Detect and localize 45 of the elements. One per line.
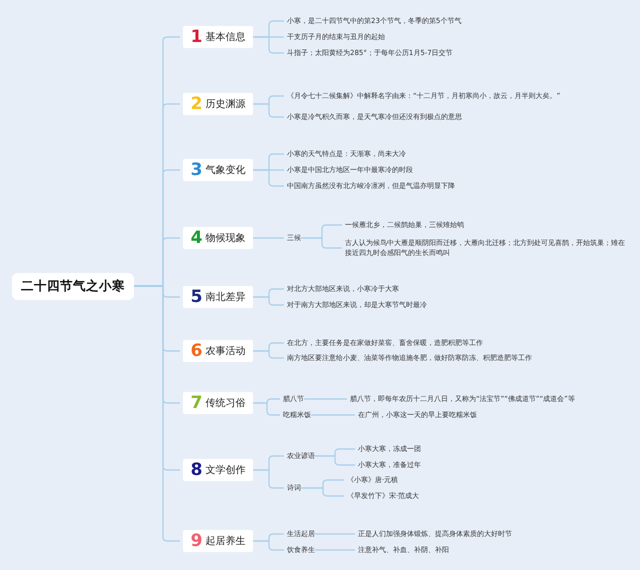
connector-line	[253, 237, 284, 239]
topic-label: 农事活动	[205, 344, 246, 358]
topic-box	[183, 340, 253, 362]
connector-line	[253, 350, 284, 359]
topic-box	[183, 159, 253, 181]
topic-number: 2	[190, 93, 202, 115]
topic-number: 7	[190, 392, 202, 414]
central-topic: 二十四节气之小寒	[12, 272, 134, 300]
connector-line	[301, 487, 344, 497]
connector-line	[253, 469, 284, 489]
topic-box	[183, 392, 253, 414]
topic-number: 3	[190, 159, 202, 181]
topic-box	[183, 459, 253, 481]
topic-label: 南北差异	[205, 290, 246, 304]
connector-line	[253, 36, 284, 54]
connector-line	[253, 296, 284, 306]
topic-label: 起居养生	[205, 534, 246, 548]
topic-label: 文学创作	[205, 464, 246, 477]
topic-number: 9	[190, 530, 202, 552]
topic-box	[183, 227, 253, 249]
topic-box	[183, 530, 253, 552]
connector-line	[253, 402, 280, 416]
connector-line	[315, 533, 355, 535]
connector-line	[304, 398, 347, 400]
topic-number: 4	[190, 227, 202, 249]
topic-box	[183, 93, 253, 115]
connector-line	[311, 414, 355, 416]
connector-line	[253, 103, 284, 118]
topic-number: 6	[190, 340, 202, 362]
connector-line	[134, 285, 180, 542]
topic-label: 传统习俗	[205, 396, 246, 410]
topic-label: 历史渊源	[205, 98, 246, 111]
connector-line	[253, 540, 284, 551]
topic-label: 基本信息	[205, 30, 246, 44]
topic-box	[183, 286, 253, 308]
topic-label: 气象变化	[205, 164, 246, 177]
connector-line	[301, 237, 342, 249]
connector-line	[253, 169, 284, 187]
connector-line	[315, 455, 355, 466]
topic-number: 1	[190, 26, 202, 48]
topic-label: 物候现象	[205, 232, 246, 245]
topic-number: 5	[190, 286, 202, 308]
connector-line	[315, 549, 355, 551]
topic-number: 8	[190, 459, 202, 481]
topic-box	[183, 26, 253, 48]
